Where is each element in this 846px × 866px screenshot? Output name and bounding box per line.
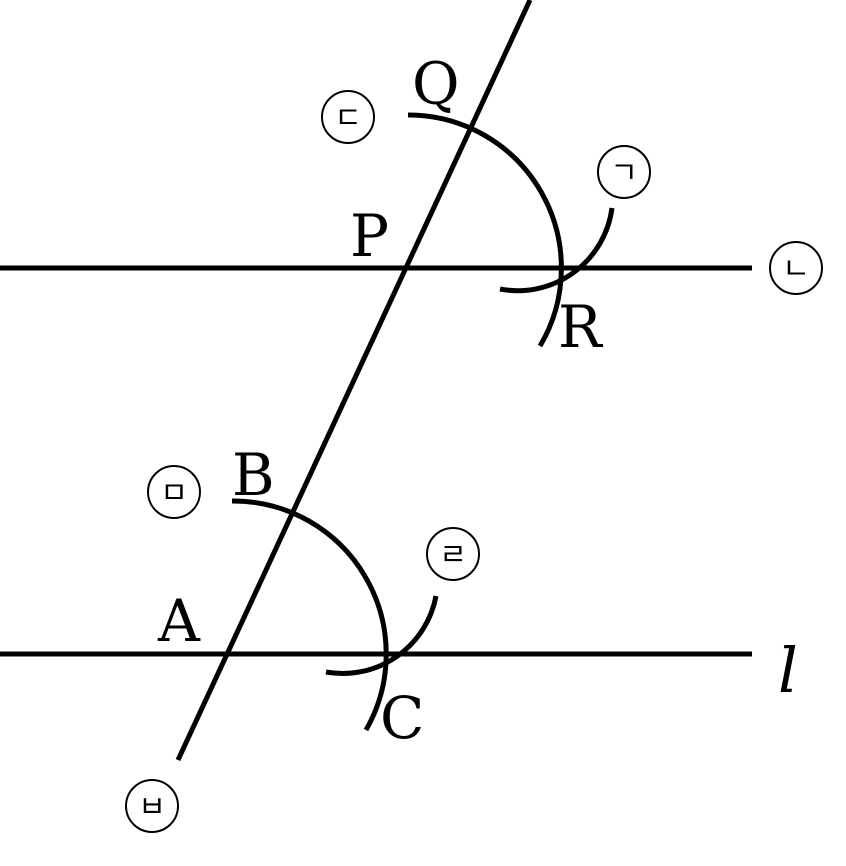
- point-label-r: R: [558, 293, 604, 361]
- arc-centered-a: [231, 498, 389, 732]
- arc-centered-c: [325, 595, 439, 676]
- arc-centered-r: [499, 207, 615, 294]
- step-marker-3: ㄷ: [321, 90, 375, 144]
- arc-centered-p: [407, 112, 564, 348]
- step-marker-1-label: ㄱ: [610, 156, 638, 191]
- step-marker-4: ㄹ: [426, 527, 480, 581]
- point-label-b: B: [232, 441, 275, 509]
- step-marker-1: ㄱ: [597, 145, 651, 199]
- step-marker-4-label: ㄹ: [439, 538, 467, 573]
- point-label-c: C: [380, 684, 424, 752]
- step-marker-3-label: ㄷ: [334, 101, 362, 136]
- line-label-l: l: [778, 634, 798, 707]
- step-marker-6-label: ㅂ: [138, 790, 166, 825]
- point-label-q: Q: [412, 50, 460, 118]
- step-marker-2: ㄴ: [769, 241, 823, 295]
- step-marker-2-label: ㄴ: [782, 252, 810, 287]
- point-label-a: A: [157, 587, 201, 655]
- step-marker-6: ㅂ: [125, 779, 179, 833]
- point-label-p: P: [350, 202, 389, 270]
- step-marker-5: ㅁ: [147, 465, 201, 519]
- step-marker-5-label: ㅁ: [160, 476, 188, 511]
